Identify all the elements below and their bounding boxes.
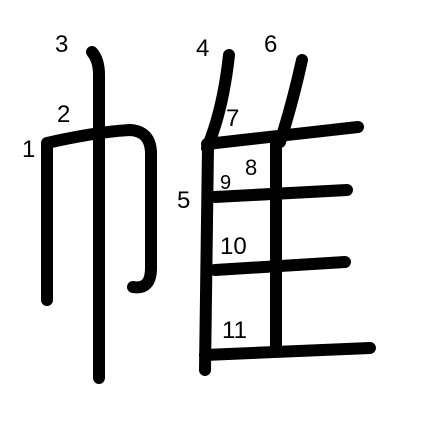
stroke-2 [41,124,157,294]
stroke-11 [199,342,376,361]
stroke-10 [209,256,351,276]
stroke-number-6: 6 [264,31,278,58]
stroke-number-4: 4 [196,35,210,62]
stroke-number-8: 8 [245,155,258,180]
stroke-9 [209,184,353,203]
stroke-3 [86,46,105,384]
stroke-number-7: 7 [226,105,240,132]
stroke-4 [201,49,235,154]
stroke-7 [201,121,364,150]
stroke-number-3: 3 [55,31,69,58]
stroke-number-9: 9 [220,172,232,194]
stroke-5 [199,141,214,376]
stroke-number-1: 1 [22,136,36,163]
stroke-number-10: 10 [220,233,247,260]
stroke-number-5: 5 [177,187,191,214]
stroke-number-2: 2 [57,101,71,128]
stroke-number-11: 11 [222,317,247,344]
